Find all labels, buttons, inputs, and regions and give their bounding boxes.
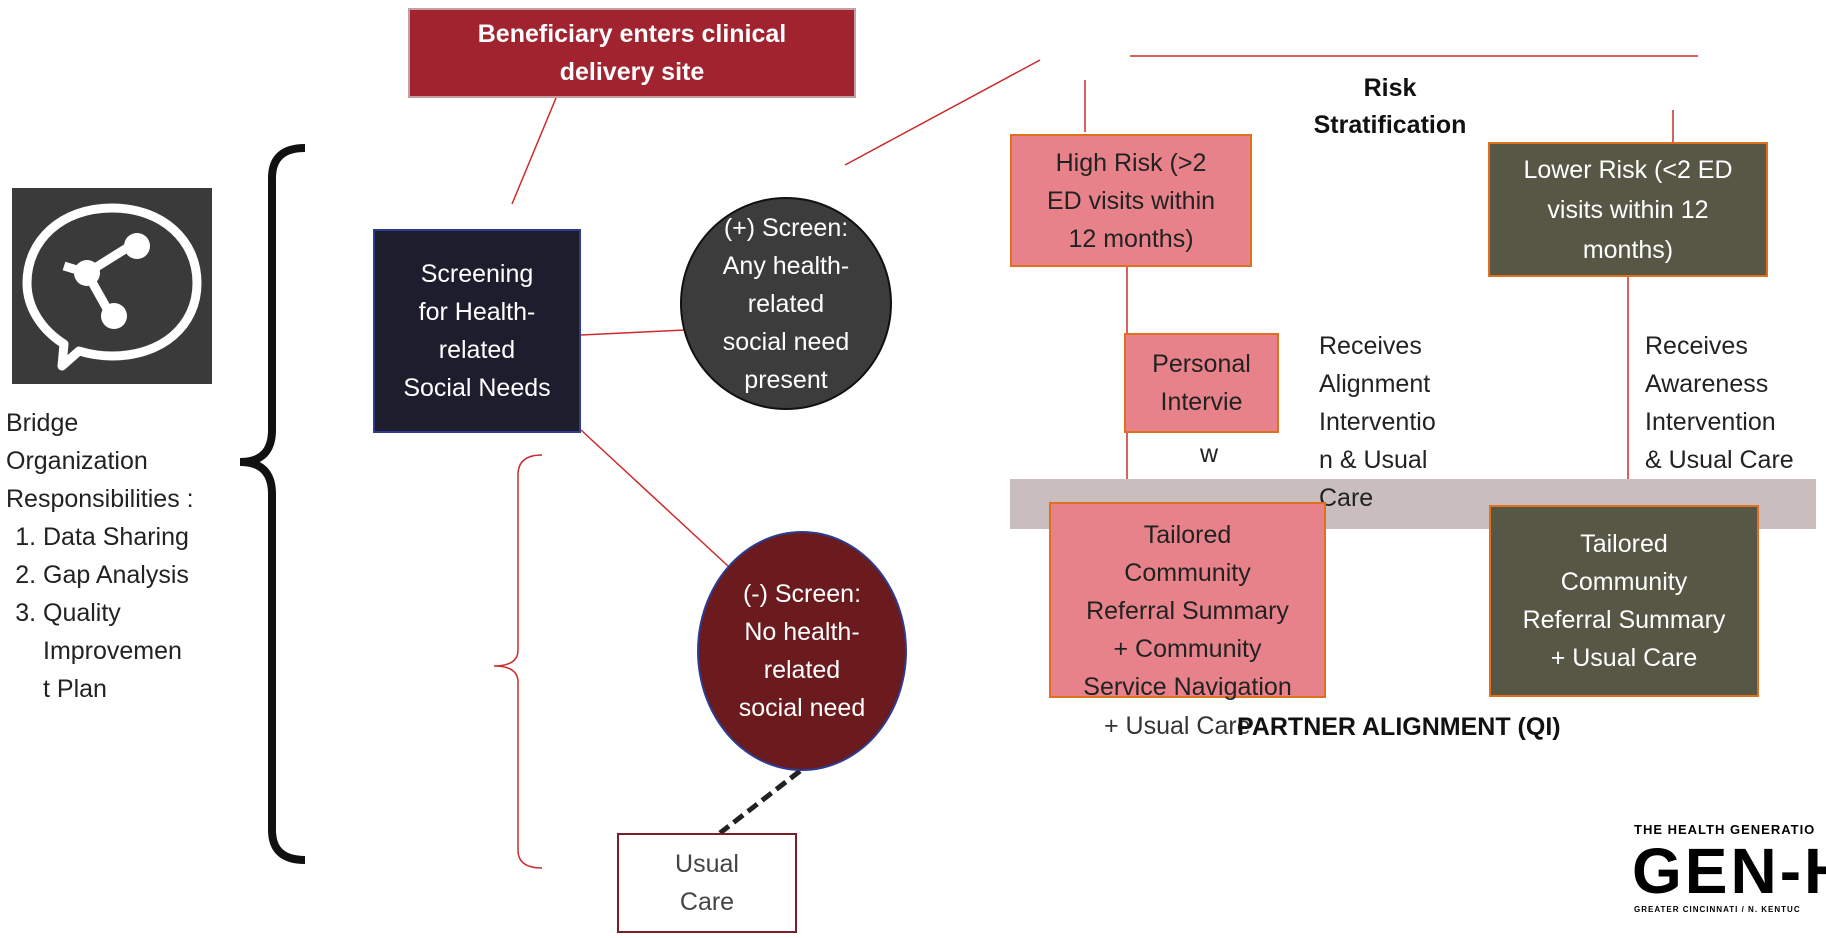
entry-to-screening-line (511, 97, 557, 205)
bridge-heading: Bridge Organization Responsibilities : (6, 409, 194, 513)
logo-top-text: THE HEALTH GENERATIO (1634, 822, 1816, 837)
logo-bottom-text: GREATER CINCINNATI / N. KENTUC (1634, 905, 1801, 914)
negative-screen-oval: (-) Screen: No health- related social ne… (697, 531, 907, 771)
partner-alignment-label: PARTNER ALIGNMENT (QI) (1237, 713, 1561, 741)
bridge-list: Data Sharing Gap Analysis Quality Improv… (6, 518, 226, 708)
high-risk-box: High Risk (>2 ED visits within 12 months… (1010, 134, 1252, 267)
personal-interview-box: Personal Intervie (1124, 333, 1279, 433)
high-receives-text: Receives Alignment Interventio n & Usual… (1319, 332, 1436, 512)
entry-box: Beneficiary enters clinical delivery sit… (408, 8, 856, 98)
bridge-item: Data Sharing (43, 518, 226, 556)
personal-interview-overflow: w (1199, 440, 1219, 468)
big-left-brace (239, 144, 306, 864)
bridge-responsibilities: Bridge Organization Responsibilities : D… (6, 404, 226, 708)
logo-main-text: GEN-H (1634, 835, 1826, 907)
usual-care-box: Usual Care (617, 833, 797, 933)
small-left-brace (493, 454, 543, 869)
bridge-item: Quality Improvemen t Plan (43, 594, 226, 708)
low-tailored-box: Tailored Community Referral Summary + Us… (1489, 505, 1759, 697)
high-tailored-box: Tailored Community Referral Summary + Co… (1049, 502, 1326, 701)
share-network-chat-icon (12, 188, 212, 384)
lower-risk-box: Lower Risk (<2 ED visits within 12 month… (1488, 142, 1768, 277)
screening-box: Screening for Health- related Social Nee… (373, 229, 581, 433)
screening-to-negative-line (580, 429, 729, 567)
risk-stratification-label: Risk Stratification (1313, 74, 1467, 139)
high-tailored-overflow: + Usual Care (1104, 712, 1251, 740)
negative-to-usual-care-dashed (718, 769, 802, 835)
low-receives-text: Receives Awareness Intervention & Usual … (1645, 332, 1794, 474)
positive-screen-oval: (+) Screen: Any health- related social n… (680, 197, 892, 410)
screening-to-positive-line (580, 329, 686, 336)
gen-h-logo: THE HEALTH GENERATIO GEN-H GREATER CINCI… (1634, 822, 1826, 938)
bridge-item: Gap Analysis (43, 556, 226, 594)
